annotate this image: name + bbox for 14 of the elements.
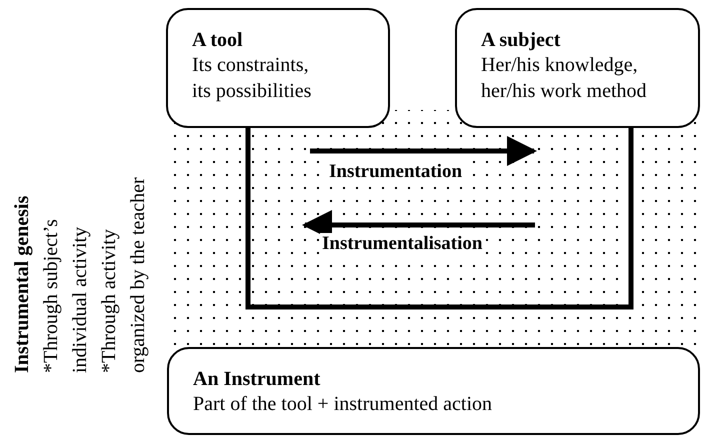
box-text: Her/his knowledge, her/his work method	[481, 53, 648, 104]
box-text: Its constraints, its possibilities	[192, 53, 312, 104]
side-note: *Through subject’s individual activity	[39, 218, 92, 373]
arrow-label: Instrumentalisation	[320, 233, 484, 255]
connector-line	[246, 128, 634, 310]
box-text: Part of the tool + instrumented action	[193, 392, 493, 417]
rounded-box	[167, 347, 700, 435]
rounded-box	[166, 8, 390, 128]
box-heading: An Instrument	[193, 367, 320, 391]
side-note: *Through activity organized by the teacher	[97, 176, 150, 373]
box-heading: A subject	[481, 28, 560, 52]
side-heading: Instrumental genesis	[10, 196, 34, 373]
rounded-box	[455, 8, 700, 128]
box-heading: A tool	[192, 28, 243, 52]
